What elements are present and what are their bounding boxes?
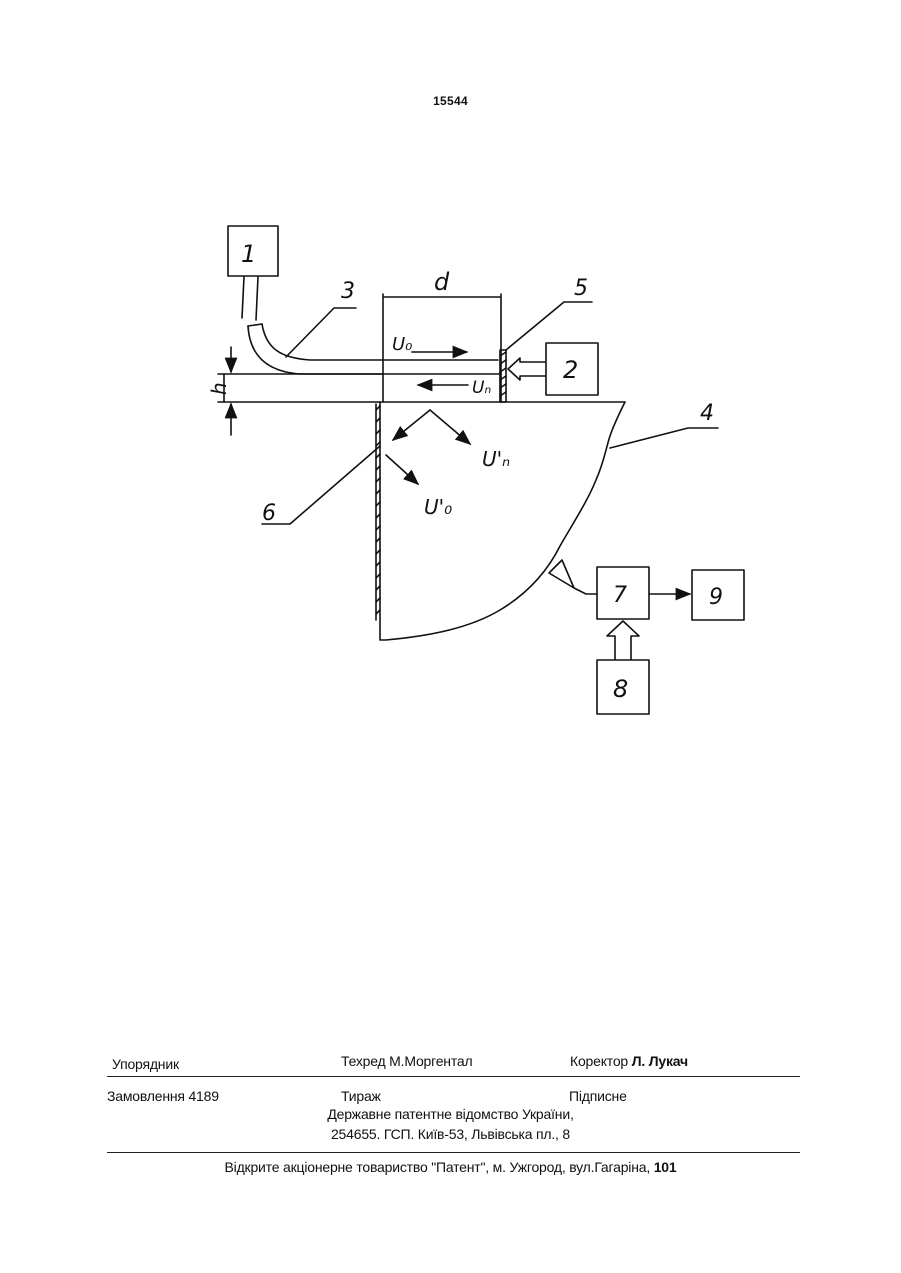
label-un: Uₙ xyxy=(472,378,491,398)
leader-3 xyxy=(286,308,356,357)
label-6: 6 xyxy=(262,501,276,526)
curved-waveguide xyxy=(248,326,382,374)
specimen-4 xyxy=(380,402,625,640)
label-8: 8 xyxy=(613,675,628,703)
label-4: 4 xyxy=(700,401,714,426)
leader-6 xyxy=(262,446,380,524)
sensor xyxy=(549,560,574,588)
label-7: 7 xyxy=(613,583,627,608)
label-u0: U₀ xyxy=(392,334,412,355)
leader-4 xyxy=(610,428,718,448)
label-1: 1 xyxy=(241,240,256,268)
arrow-2-to-5 xyxy=(508,358,545,380)
label-u0-prime: U'₀ xyxy=(424,495,452,519)
label-un-prime: U'ₙ xyxy=(482,447,510,471)
label-d: d xyxy=(434,268,450,296)
label-9: 9 xyxy=(709,585,723,610)
label-3: 3 xyxy=(341,279,355,304)
label-5: 5 xyxy=(574,276,588,301)
cable xyxy=(242,277,258,320)
label-h: h xyxy=(207,382,231,395)
label-2: 2 xyxy=(563,356,578,384)
arrow-8-to-7 xyxy=(607,621,639,659)
